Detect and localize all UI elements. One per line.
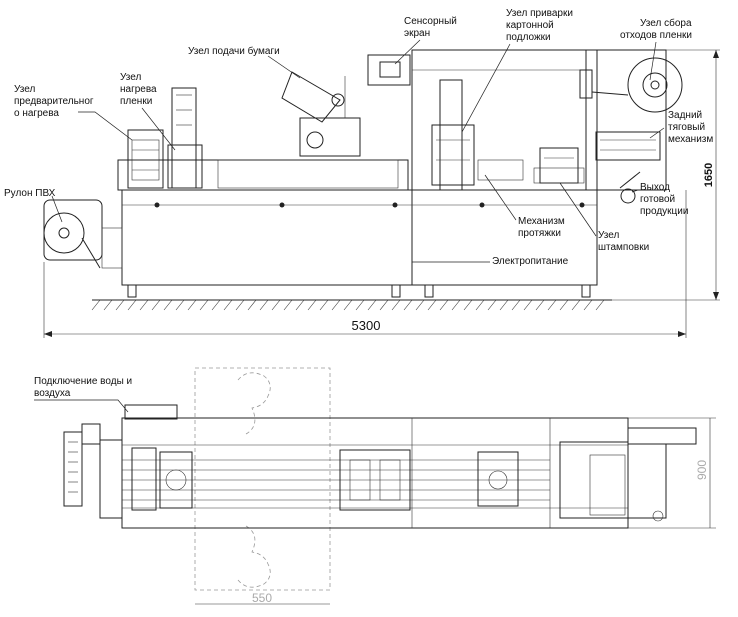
label-waste-collect: Узел сбора отходов пленки (620, 17, 692, 81)
svg-text:Электропитание: Электропитание (492, 256, 569, 267)
svg-text:готовой: готовой (640, 194, 675, 205)
svg-text:о нагрева: о нагрева (14, 108, 59, 119)
top-heating-stations (131, 447, 193, 511)
svg-text:штамповки: штамповки (598, 242, 649, 253)
paper-feed-unit (281, 71, 361, 157)
film-heating-unit (167, 87, 203, 189)
svg-text:продукции: продукции (640, 206, 688, 217)
pvc-roll (43, 199, 123, 269)
top-exit-unit (559, 427, 697, 522)
svg-text:воздуха: воздуха (34, 388, 71, 399)
svg-text:Узел подачи бумаги: Узел подачи бумаги (188, 45, 280, 57)
svg-text:Механизм: Механизм (518, 216, 565, 227)
label-paper-feed: Узел подачи бумаги (188, 45, 301, 79)
waste-collector (579, 57, 683, 113)
svg-text:Узел: Узел (14, 84, 35, 95)
label-rear-pull: Задний тяговый механизм (649, 110, 713, 145)
label-film-heat: Узел нагрева пленки (120, 72, 176, 151)
right-upper-panel (411, 49, 667, 191)
svg-text:Подключение воды и: Подключение воды и (34, 376, 132, 387)
length-value: 5300 (352, 318, 381, 333)
top-punch-station (477, 451, 519, 507)
svg-text:Сенсорный: Сенсорный (404, 16, 457, 27)
svg-text:Рулон ПВХ: Рулон ПВХ (4, 188, 56, 199)
top-weld-station (339, 449, 411, 511)
svg-text:Узел: Узел (598, 230, 619, 241)
svg-text:отходов пленки: отходов пленки (620, 30, 692, 41)
svg-text:подложки: подложки (506, 32, 551, 43)
svg-text:нагрева: нагрева (120, 84, 157, 95)
svg-text:Узел: Узел (120, 72, 141, 83)
operator-zone-dimension: 550 (195, 591, 330, 605)
svg-text:Узел приварки: Узел приварки (506, 8, 573, 19)
label-product-exit: Выход готовой продукции (631, 182, 688, 217)
label-touch-screen: Сенсорный экран (394, 16, 457, 65)
label-card-weld: Узел приварки картонной подложки (461, 8, 573, 133)
top-pvc-roll (63, 423, 123, 519)
product-exit-roller (619, 171, 641, 204)
svg-text:Узел сбора: Узел сбора (640, 17, 692, 29)
svg-text:экран: экран (404, 28, 430, 39)
label-pull-mech: Механизм протяжки (484, 174, 565, 239)
svg-text:Выход: Выход (640, 182, 670, 193)
operator-zone (194, 367, 331, 591)
top-view: 900 550 Подключение воды и воздуха (34, 367, 716, 605)
punch-unit (533, 147, 585, 184)
svg-text:Задний: Задний (668, 110, 702, 121)
label-water-air: Подключение воды и воздуха (34, 376, 132, 413)
svg-text:предварительног: предварительног (14, 96, 94, 107)
label-punch: Узел штамповки (559, 182, 649, 253)
card-weld-unit (431, 79, 524, 191)
width-value: 900 (695, 460, 709, 480)
label-power: Электропитание (412, 256, 569, 267)
preheat-unit (127, 129, 164, 189)
touch-screen-unit (367, 54, 411, 86)
svg-text:протяжки: протяжки (518, 228, 561, 239)
label-pvc-roll: Рулон ПВХ (4, 188, 63, 223)
svg-text:картонной: картонной (506, 20, 554, 31)
ground-line (91, 299, 612, 311)
label-preheat: Узел предварительног о нагрева (14, 84, 133, 141)
rear-pull-mechanism (595, 131, 661, 161)
length-dimension: 5300 (43, 190, 687, 338)
svg-text:механизм: механизм (668, 134, 713, 145)
height-dimension: 1650 (612, 49, 720, 301)
height-value: 1650 (703, 163, 715, 187)
side-view: 5300 1650 Узел предварительног о нагрева… (4, 8, 720, 338)
operator-zone-value: 550 (252, 591, 272, 605)
width-dimension: 900 (628, 417, 716, 529)
svg-text:пленки: пленки (120, 96, 152, 107)
svg-text:тяговый: тяговый (668, 122, 705, 133)
